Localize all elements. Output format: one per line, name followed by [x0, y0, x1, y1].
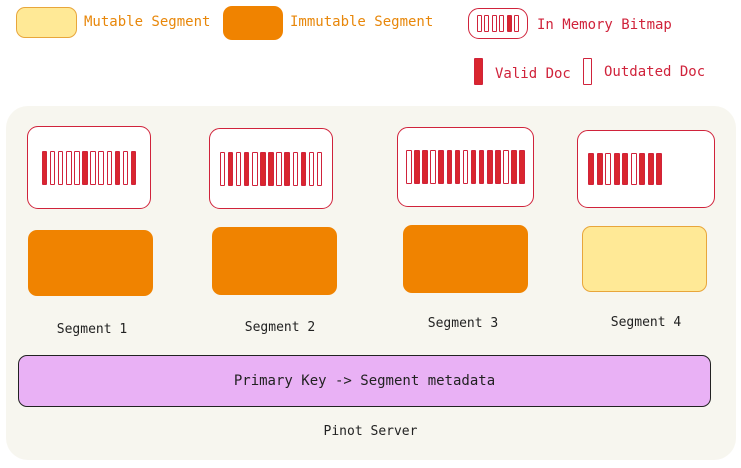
valid-doc-bit	[647, 153, 654, 185]
outdated-doc-bit	[430, 150, 436, 184]
outdated-doc-bit	[235, 151, 242, 186]
outdated-doc-bit	[462, 150, 469, 184]
outdated-doc-bit	[406, 150, 412, 184]
outdated-doc-bit	[484, 15, 490, 32]
legend-mutable-swatch	[16, 7, 77, 38]
outdated-doc-bit	[98, 150, 104, 185]
legend-bitmap-label: In Memory Bitmap	[537, 17, 672, 33]
primary-key-metadata-bar: Primary Key -> Segment metadata	[18, 355, 711, 407]
valid-doc-bit	[519, 150, 525, 184]
segment-3-block	[403, 225, 528, 293]
valid-doc-bit	[613, 153, 620, 185]
valid-doc-bit	[511, 150, 517, 184]
outdated-doc-bit	[503, 150, 509, 184]
outdated-doc-bit	[605, 153, 611, 185]
outdated-doc-bit	[106, 150, 112, 185]
segment-4-label: Segment 4	[610, 315, 682, 330]
pinot-server-label: Pinot Server	[323, 424, 418, 439]
outdated-doc-bit	[219, 151, 226, 186]
segment-2-block	[212, 227, 337, 295]
legend-valid-doc-label: Valid Doc	[495, 66, 571, 82]
valid-doc-bit	[446, 150, 453, 184]
valid-doc-bit	[243, 151, 250, 186]
valid-doc-bit	[478, 150, 485, 184]
outdated-doc-bit	[316, 151, 323, 186]
valid-doc-bit	[114, 150, 121, 185]
outdated-doc-bit	[66, 150, 72, 185]
valid-doc-bit	[454, 150, 461, 184]
valid-doc-bit	[495, 150, 501, 184]
valid-doc-bit	[414, 150, 420, 184]
valid-doc-bit	[622, 153, 628, 185]
segment-1-block	[28, 230, 153, 296]
outdated-doc-bit	[74, 150, 80, 185]
outdated-doc-bit	[49, 150, 56, 185]
segment-3-label: Segment 3	[427, 316, 499, 331]
outdated-doc-bit	[491, 15, 497, 32]
outdated-doc-bit	[90, 150, 96, 185]
outdated-doc-bit	[476, 15, 482, 32]
valid-doc-bit	[422, 150, 428, 184]
segment-2-label: Segment 2	[244, 320, 316, 335]
segment-4-block	[582, 226, 707, 292]
valid-doc-bit	[596, 153, 603, 185]
valid-doc-bit	[639, 153, 645, 185]
legend-outdated-doc-label: Outdated Doc	[604, 64, 706, 80]
valid-doc-bit	[470, 150, 477, 184]
segment-2-bitmap	[209, 128, 333, 209]
outdated-doc-bit	[252, 151, 258, 186]
outdated-doc-bit	[499, 15, 505, 32]
valid-doc-bit	[487, 150, 493, 184]
valid-doc-bit	[260, 151, 266, 186]
legend-mutable-label: Mutable Segment	[84, 14, 211, 30]
outdated-doc-bit	[292, 151, 299, 186]
outdated-doc-bit	[122, 150, 129, 185]
legend-bitmap-icon	[468, 8, 528, 39]
valid-doc-bit	[41, 150, 48, 185]
legend-valid-doc-icon	[474, 58, 483, 85]
valid-doc-bit	[656, 153, 662, 185]
primary-key-metadata-label: Primary Key -> Segment metadata	[233, 373, 496, 389]
valid-doc-bit	[130, 150, 137, 185]
valid-doc-bit	[506, 15, 512, 32]
valid-doc-bit	[588, 153, 594, 185]
valid-doc-bit	[227, 151, 234, 186]
valid-doc-bit	[82, 150, 88, 185]
segment-4-bitmap	[577, 130, 715, 208]
legend-immutable-swatch	[223, 6, 283, 40]
legend-outdated-doc-icon	[583, 58, 592, 85]
segment-1-bitmap	[27, 126, 151, 209]
outdated-doc-bit	[514, 15, 520, 32]
valid-doc-bit	[284, 151, 290, 186]
outdated-doc-bit	[57, 150, 64, 185]
segment-3-bitmap	[397, 127, 534, 207]
outdated-doc-bit	[630, 153, 637, 185]
segment-1-label: Segment 1	[56, 322, 128, 337]
legend-immutable-label: Immutable Segment	[290, 14, 434, 30]
valid-doc-bit	[300, 151, 307, 186]
valid-doc-bit	[268, 151, 274, 186]
outdated-doc-bit	[308, 151, 315, 186]
valid-doc-bit	[438, 150, 444, 184]
outdated-doc-bit	[276, 151, 282, 186]
